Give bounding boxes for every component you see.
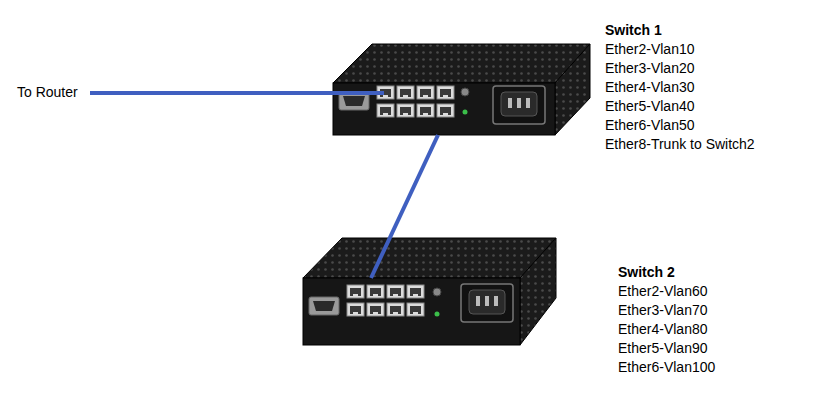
switch-name: Switch 1	[605, 21, 755, 40]
switch-node: Switch 2Ether2-Vlan60Ether3-Vlan70Ether4…	[303, 278, 520, 345]
link-label: To Router	[17, 83, 78, 102]
port-vlan: Ether2-Vlan60	[618, 282, 715, 301]
port-vlan: Ether3-Vlan70	[618, 301, 715, 320]
port-vlan: Ether6-Vlan100	[618, 358, 715, 377]
port-vlan: Ether4-Vlan30	[605, 78, 755, 97]
port-list: Switch 1Ether2-Vlan10Ether3-Vlan20Ether4…	[605, 21, 755, 154]
switch-name: Switch 2	[618, 263, 715, 282]
port-vlan: Ether8-Trunk to Switch2	[605, 135, 755, 154]
router-wire	[90, 91, 384, 95]
port-list: Switch 2Ether2-Vlan60Ether3-Vlan70Ether4…	[618, 263, 715, 377]
port-vlan: Ether3-Vlan20	[605, 59, 755, 78]
port-vlan: Ether5-Vlan90	[618, 339, 715, 358]
switch-node: Switch 1Ether2-Vlan10Ether3-Vlan20Ether4…	[333, 83, 555, 135]
port-vlan: Ether5-Vlan40	[605, 97, 755, 116]
router-wire	[90, 91, 384, 95]
switch-device	[333, 44, 590, 135]
trunk-cable	[371, 135, 438, 278]
port-vlan: Ether2-Vlan10	[605, 40, 755, 59]
port-vlan: Ether6-Vlan50	[605, 116, 755, 135]
switch-device	[303, 238, 556, 345]
port-vlan: Ether4-Vlan80	[618, 320, 715, 339]
